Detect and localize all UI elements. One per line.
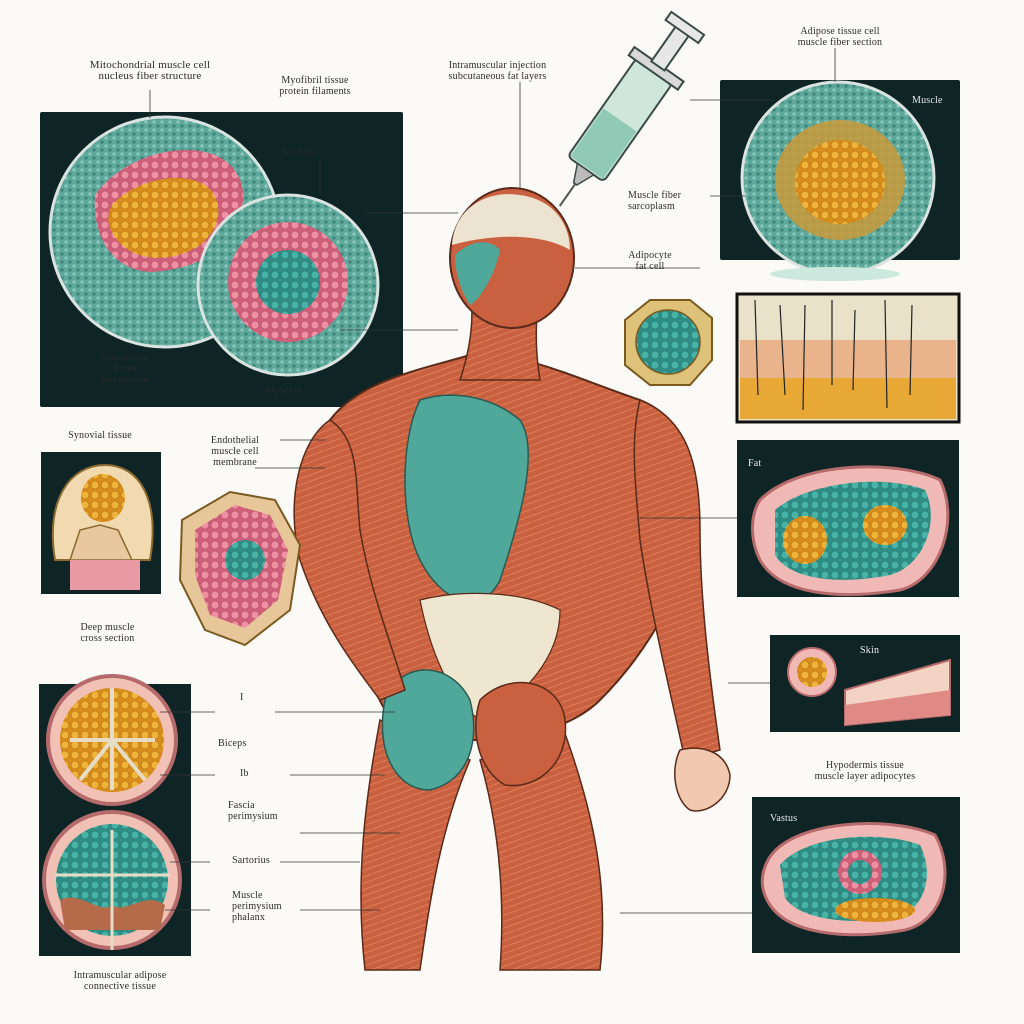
top-center-caption: Myofibril tissue protein filaments <box>279 75 351 97</box>
panel-synovial-section <box>41 452 161 594</box>
panel-cell-cross-sections <box>40 90 458 407</box>
panel-fat-section <box>640 440 959 597</box>
top-right-caption: Adipose tissue cell muscle fiber section <box>797 26 883 48</box>
bottom-caption: Intramuscular adipose connective tissue <box>73 970 167 992</box>
skin-tag: Skin <box>860 645 880 656</box>
panel-deep-muscle-sections <box>39 674 215 956</box>
hypodermis-caption: Hypodermis tissue muscle layer adipocyte… <box>814 760 916 782</box>
muscle-perimysium-label: Muscle perimysium phalanx <box>232 890 282 923</box>
panel-hypodermis-section <box>620 797 960 953</box>
fascia-label: Fascia perimysium <box>228 800 278 822</box>
hair-follicle-icon <box>735 292 961 424</box>
muscle-fiber-label: Muscle fiber sarcoplasm <box>628 190 682 212</box>
biceps-label: Biceps <box>218 738 247 749</box>
fat-tag: Fat <box>748 458 762 469</box>
sartorius-label: Sartorius <box>232 855 270 866</box>
mark-i: I <box>240 692 244 703</box>
cell-caption: Endothelial muscle cell membrane <box>210 435 260 468</box>
top-left-caption: Mitochondrial muscle cell nucleus fiber … <box>89 59 211 82</box>
connective-tissue-label: Connective tissue sarcoplasm <box>101 352 149 385</box>
ib-label: Ib <box>240 768 249 779</box>
muscular-figure <box>293 187 731 971</box>
syringe-icon <box>558 10 706 207</box>
synovial-caption: Synovial tissue <box>68 430 132 441</box>
adipocyte-caption: Adipocyte fat cell <box>628 250 672 272</box>
pointer-lines <box>275 711 400 911</box>
nucleus-tag: Nucleus <box>282 147 317 158</box>
cell-icon <box>624 299 713 386</box>
floating-cell <box>178 439 325 647</box>
deep-muscle-caption: Deep muscle cross section <box>80 622 135 644</box>
muscle-tag: Muscle <box>912 95 943 106</box>
syringe-caption: Intramuscular injection subcutaneous fat… <box>448 60 547 82</box>
myocyte-label: Myocyte <box>265 385 302 396</box>
panel-adipose-section <box>575 48 960 281</box>
panel-skin-section <box>728 635 960 732</box>
vastus-tag: Vastus <box>770 813 798 824</box>
